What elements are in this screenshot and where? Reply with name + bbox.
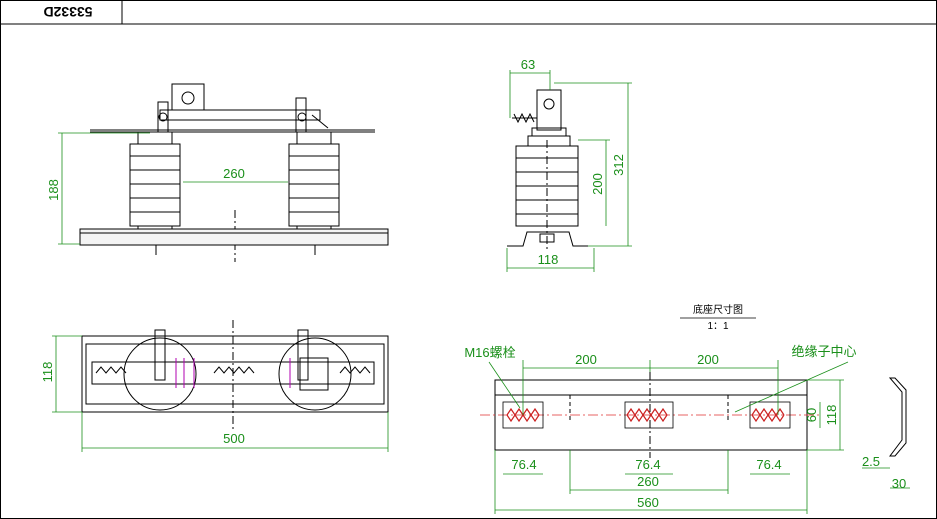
drawing-id: 53332D [43, 4, 92, 20]
dim-spacing-right: 200 [697, 352, 719, 367]
top-view [81, 320, 389, 430]
dim-top-length: 500 [223, 431, 245, 446]
insulator-center-label: 绝缘子中心 [791, 344, 856, 359]
dim-spacing-left: 200 [575, 352, 597, 367]
side-view [507, 89, 588, 250]
front-view-dimensions [58, 132, 288, 245]
dim-side-insulator: 200 [590, 173, 605, 195]
side-view-dimensions [506, 70, 632, 272]
bolt-label: M16螺栓 [464, 345, 515, 360]
dim-flange: 30 [892, 476, 906, 491]
top-view-dimensions [52, 335, 389, 452]
detail-title: 底座尺寸图 [693, 303, 743, 316]
detail-scale: 1：1 [707, 321, 729, 332]
dim-slot-3: 76.4 [756, 457, 781, 472]
dim-top-height: 118 [40, 362, 55, 383]
dim-side-base: 118 [538, 252, 559, 267]
dim-slot-1: 76.4 [511, 457, 536, 472]
dim-slot-2: 76.4 [635, 457, 660, 472]
dim-inner-height: 60 [804, 408, 819, 422]
dim-front-height: 188 [46, 179, 61, 201]
channel-profile [888, 377, 907, 457]
dim-span: 260 [637, 474, 659, 489]
insulator-right [288, 131, 340, 231]
front-view [79, 83, 389, 262]
dim-side-top: 63 [521, 57, 535, 72]
top-view-hardware [175, 358, 291, 388]
dim-thickness: 2.5 [862, 454, 880, 469]
dim-outer-height: 118 [824, 405, 839, 426]
base-detail-dimensions [488, 360, 910, 514]
dim-side-total: 312 [611, 154, 626, 176]
insulator-left [129, 131, 181, 231]
dim-length: 560 [637, 495, 659, 510]
dim-front-width: 260 [223, 166, 245, 181]
